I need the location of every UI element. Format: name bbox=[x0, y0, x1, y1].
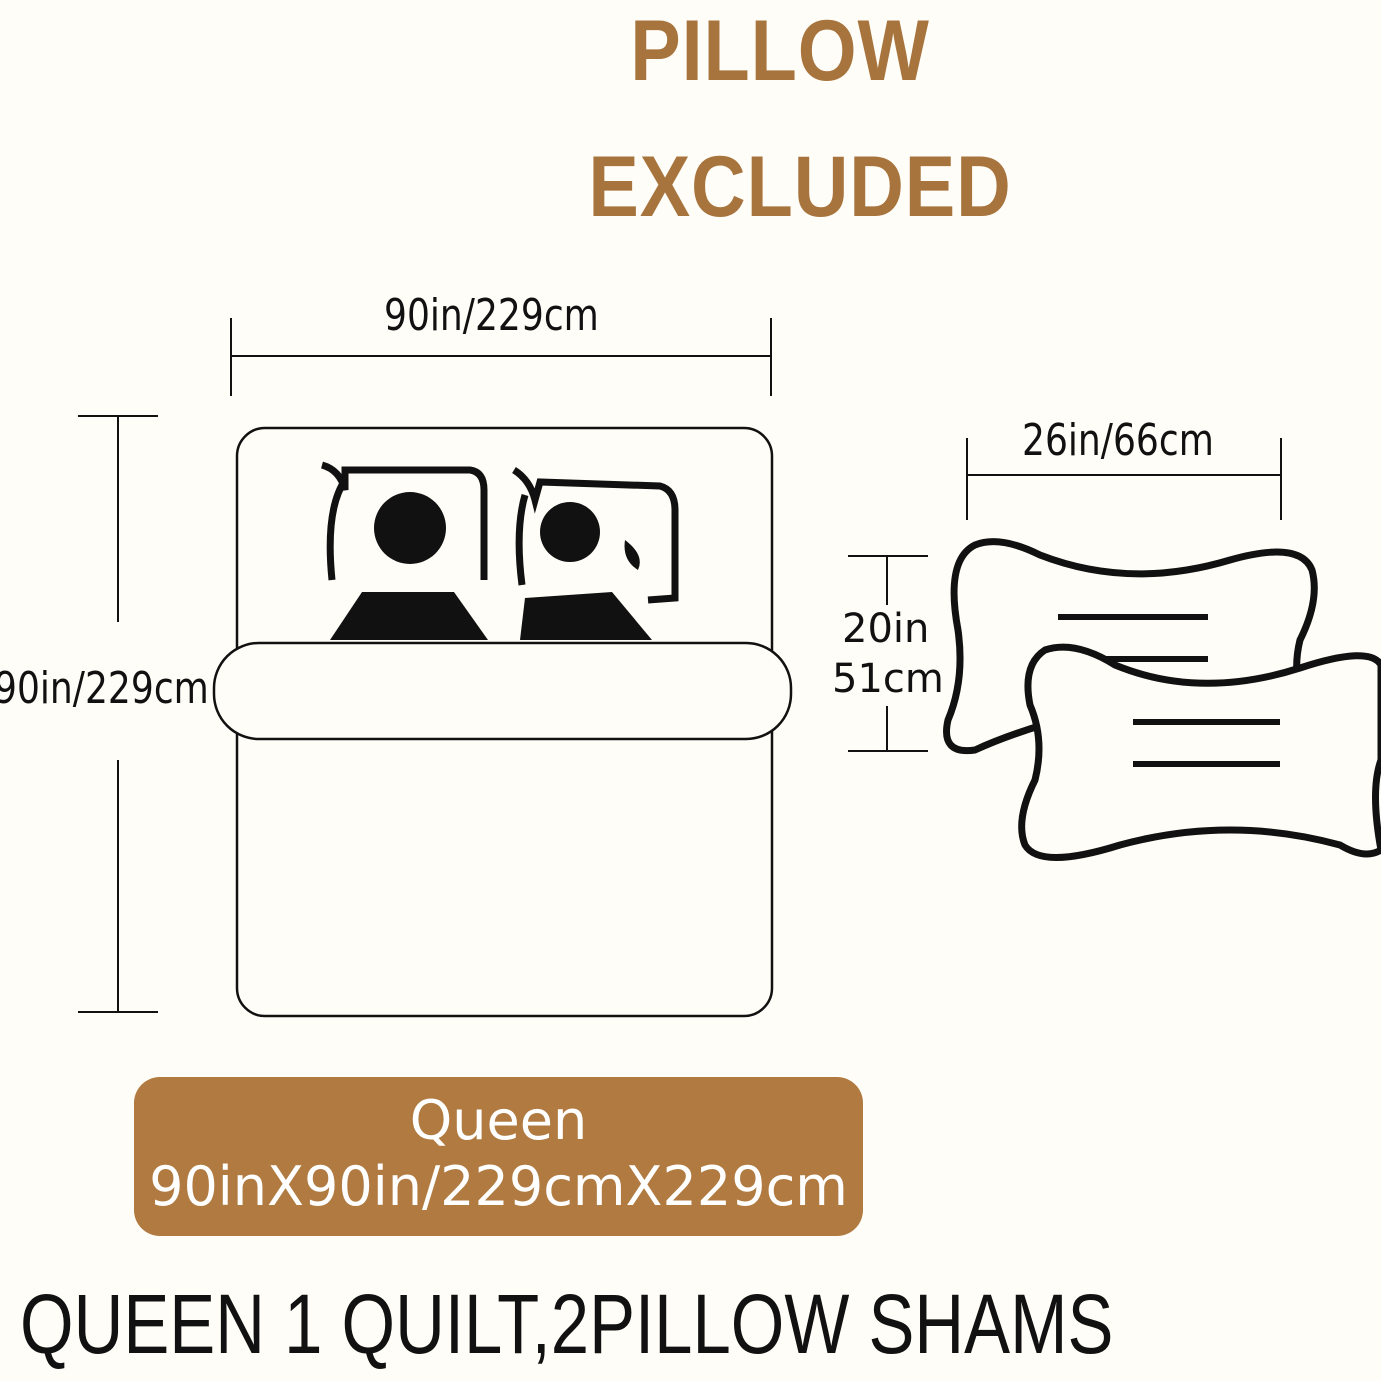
size-badge: Queen 90inX90in/229cmX229cm bbox=[134, 1077, 863, 1236]
quilt-width-label: 90in/229cm bbox=[384, 290, 599, 341]
quilt-width-dimension-line bbox=[230, 318, 772, 396]
title-line-2: EXCLUDED bbox=[588, 139, 1012, 235]
size-dimensions: 90inX90in/229cmX229cm bbox=[149, 1155, 848, 1218]
sleeping-people-icon bbox=[320, 461, 679, 640]
title-line-1: PILLOW bbox=[630, 3, 930, 99]
sham-width-dimension-line bbox=[966, 438, 1282, 520]
package-contents: QUEEN 1 QUILT,2PILLOW SHAMS bbox=[20, 1277, 1114, 1371]
quilt-fold bbox=[212, 641, 793, 741]
sham-height-dimension-line bbox=[848, 555, 928, 752]
pillow-sham-front bbox=[1018, 643, 1381, 861]
size-name: Queen bbox=[409, 1089, 588, 1152]
sham-height-cm-label: 51cm bbox=[832, 656, 944, 702]
quilt-height-label: 90in/229cm bbox=[0, 663, 209, 714]
sham-width-label: 26in/66cm bbox=[1022, 415, 1214, 466]
quilt-height-dimension-line bbox=[78, 415, 158, 1013]
sham-height-in-label: 20in bbox=[842, 606, 930, 652]
